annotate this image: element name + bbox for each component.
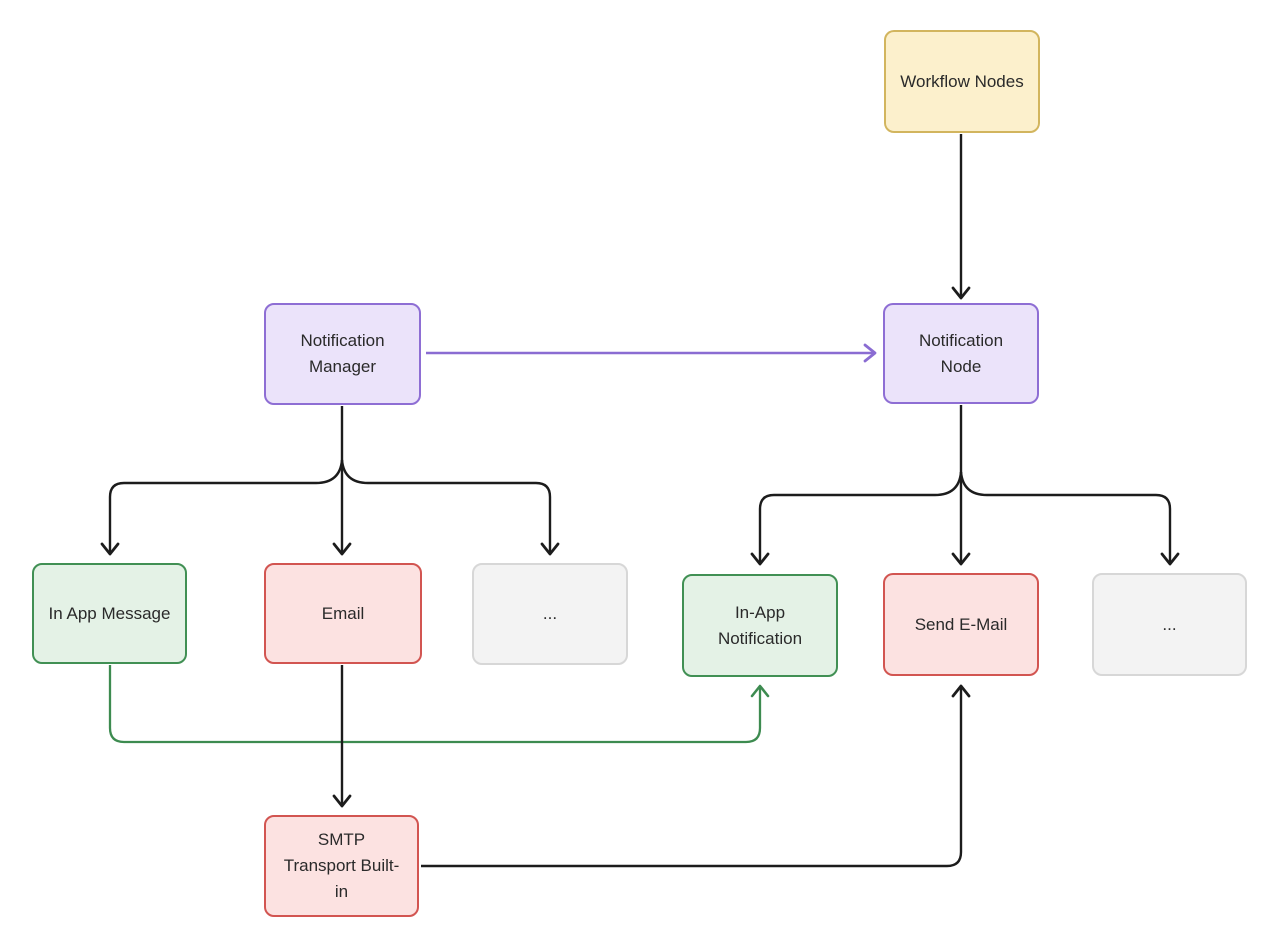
node-smtp-transport-label: SMTP Transport Built-in — [283, 830, 400, 901]
edge-manager-to-dots-left — [340, 459, 560, 556]
edge-manager-to-inapp-message — [100, 459, 344, 556]
edge-smtp-to-send-email — [421, 684, 971, 868]
node-dots-left-label: ... — [542, 604, 558, 623]
node-notification-manager: Notification Manager — [264, 303, 421, 405]
node-email: Email — [264, 563, 422, 664]
node-notification-node: Notification Node — [883, 303, 1039, 404]
node-dots-left: ... — [472, 563, 628, 665]
node-smtp-transport: SMTP Transport Built-in — [264, 815, 419, 917]
node-notification-node-label: Notification Node — [918, 330, 1004, 376]
node-send-e-mail-label: Send E-Mail — [914, 614, 1008, 634]
node-in-app-message-label: In App Message — [48, 603, 171, 623]
edge-inapp-message-to-inapp-notification — [108, 665, 770, 744]
node-in-app-notification: In-App Notification — [682, 574, 838, 677]
node-dots-right-label: ... — [1162, 614, 1177, 634]
node-email-label: Email — [321, 603, 365, 623]
edge-node-to-dots-right — [959, 471, 1180, 566]
node-dots-right: ... — [1092, 573, 1247, 676]
node-workflow-nodes: Workflow Nodes — [884, 30, 1040, 133]
edge-node-to-inapp-notification — [750, 471, 963, 566]
node-notification-manager-label: Notification Manager — [300, 331, 385, 376]
node-workflow-nodes-label: Workflow Nodes — [900, 71, 1024, 91]
node-in-app-message: In App Message — [32, 563, 187, 664]
node-send-e-mail: Send E-Mail — [883, 573, 1039, 676]
node-in-app-notification-label: In-App Notification — [717, 602, 803, 648]
